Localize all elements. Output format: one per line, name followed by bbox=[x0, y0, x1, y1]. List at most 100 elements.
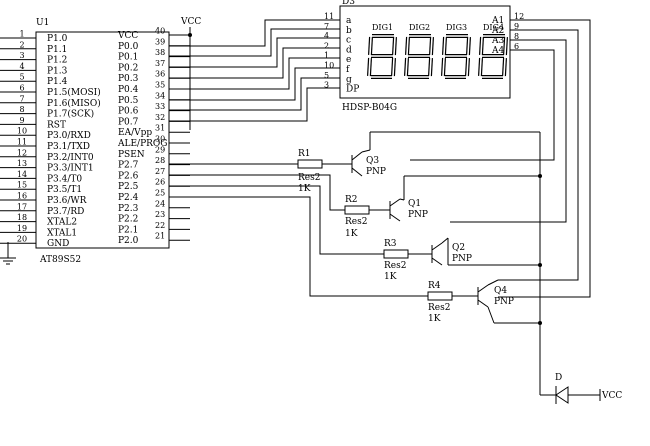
digit-3: DIG3 bbox=[441, 23, 471, 79]
u1-pin-14-name: P3.4/T0 bbox=[47, 174, 82, 184]
display-pin-5-num: 5 bbox=[324, 71, 329, 80]
u1-pin-23-name: P2.2 bbox=[118, 215, 138, 225]
u1-pin-37-num: 37 bbox=[155, 59, 165, 68]
r2-value: 1K bbox=[345, 229, 358, 239]
u1-pin-8-num: 8 bbox=[19, 105, 24, 114]
resistor-r1: R1 Res2 1K bbox=[297, 149, 323, 194]
u1-pin-36-num: 36 bbox=[155, 70, 165, 79]
display-anode-A3-label: A3 bbox=[491, 36, 504, 46]
display-pin-4-name: c bbox=[346, 36, 351, 46]
resistor-r3: R3 Res2 1K bbox=[383, 239, 409, 282]
u1-pin-6-num: 6 bbox=[19, 84, 24, 93]
u1-pin-15-num: 15 bbox=[17, 181, 27, 190]
r2-ref: R2 bbox=[345, 195, 358, 205]
u1-pin-3-name: P1.2 bbox=[47, 56, 67, 66]
u1-pin-27-num: 27 bbox=[155, 167, 165, 176]
u1-pin-2-name: P1.1 bbox=[47, 45, 67, 55]
r4-ref: R4 bbox=[428, 281, 441, 291]
u1-pin-20-num: 20 bbox=[17, 235, 27, 244]
u1-pin-31-num: 31 bbox=[155, 124, 165, 133]
q3-type: PNP bbox=[366, 167, 386, 177]
r4-value: 1K bbox=[428, 314, 441, 324]
digit-1: DIG1 bbox=[367, 23, 397, 79]
u1-pin-17-num: 17 bbox=[17, 202, 27, 211]
u1-pin-5-name: P1.4 bbox=[47, 77, 68, 87]
display-pin-8-num: 8 bbox=[514, 32, 519, 41]
u1-pin-29-name: PSEN bbox=[118, 150, 145, 160]
q1-ref: Q1 bbox=[408, 199, 421, 209]
u1-pin-21-num: 21 bbox=[155, 232, 165, 241]
digit-4: DIG4 bbox=[478, 23, 508, 79]
u1-pin-28-name: P2.7 bbox=[118, 161, 139, 171]
display-pin-4-num: 4 bbox=[324, 32, 329, 41]
u1-pin-26-num: 26 bbox=[155, 178, 165, 187]
p2-bus bbox=[169, 163, 478, 297]
r4-type: Res2 bbox=[428, 303, 450, 313]
q4-type: PNP bbox=[494, 297, 514, 307]
u1-pin-17-name: P3.7/RD bbox=[47, 207, 84, 217]
q1-type: PNP bbox=[408, 210, 428, 220]
u1-right-pins: 40VCC39P0.038P0.137P0.236P0.335P0.434P0.… bbox=[117, 27, 190, 246]
u1-pin-35-num: 35 bbox=[155, 81, 165, 90]
transistor-q4 bbox=[477, 279, 499, 324]
u1-pin-3-num: 3 bbox=[19, 51, 24, 60]
digit-1-label: DIG1 bbox=[372, 23, 393, 32]
u1-pin-39-num: 39 bbox=[155, 37, 165, 46]
u1-pin-7-name: P1.6(MISO) bbox=[47, 98, 101, 109]
u1-pin-15-name: P3.5/T1 bbox=[47, 185, 82, 195]
u1-pin-32-num: 32 bbox=[155, 113, 165, 122]
u1-pin-33-num: 33 bbox=[155, 102, 165, 111]
u1-pin-12-num: 12 bbox=[17, 148, 27, 157]
display-pin-10-name: f bbox=[346, 65, 350, 75]
u1-pin-14-num: 14 bbox=[17, 170, 27, 179]
u1-pin-19-num: 19 bbox=[17, 224, 27, 233]
r2-type: Res2 bbox=[345, 217, 367, 227]
resistor-r4: R4 Res2 1K bbox=[427, 281, 453, 324]
u1-pin-40-name: VCC bbox=[117, 31, 138, 41]
display-pin-2-num: 2 bbox=[324, 41, 329, 50]
u1-pin-38-num: 38 bbox=[155, 48, 165, 57]
u1-pin-13-num: 13 bbox=[17, 159, 27, 168]
q2-ref: Q2 bbox=[452, 243, 465, 253]
display-pin-5-name: g bbox=[346, 75, 352, 85]
u1-pin-33-name: P0.6 bbox=[118, 107, 139, 117]
u1-pin-6-name: P1.5(MOSI) bbox=[47, 87, 101, 98]
u1-pin-1-num: 1 bbox=[19, 30, 24, 39]
u1-pin-30-name: ALE/PROG bbox=[117, 139, 167, 149]
u1-pin-12-name: P3.2/INT0 bbox=[47, 153, 94, 163]
r1-value: 1K bbox=[298, 184, 311, 194]
display-pin-1-num: 1 bbox=[324, 51, 329, 60]
u1-pin-18-num: 18 bbox=[17, 213, 27, 222]
u1-pin-24-num: 24 bbox=[155, 199, 165, 208]
digit-2: DIG2 bbox=[404, 23, 434, 79]
transistor-q3 bbox=[351, 149, 371, 177]
u1-ref: U1 bbox=[36, 18, 49, 28]
u1-pin-7-num: 7 bbox=[19, 94, 24, 103]
u1-pin-37-name: P0.2 bbox=[118, 63, 138, 73]
u1-pin-36-name: P0.3 bbox=[118, 74, 139, 84]
u1-pin-1-name: P1.0 bbox=[47, 34, 68, 44]
r3-type: Res2 bbox=[384, 261, 406, 271]
transistor-q1 bbox=[389, 198, 405, 222]
diode-vcc-label: VCC bbox=[601, 391, 622, 401]
resistor-r2: R2 Res2 1K bbox=[344, 195, 370, 239]
diode-d: D VCC bbox=[540, 373, 622, 404]
display-pin-3-num: 3 bbox=[324, 81, 329, 90]
display-anode-A2-label: A2 bbox=[491, 26, 504, 36]
digit-2-label: DIG2 bbox=[409, 23, 430, 32]
u1-pin-2-num: 2 bbox=[19, 40, 24, 49]
u1-body bbox=[35, 31, 170, 249]
u1-pin-35-name: P0.4 bbox=[118, 85, 139, 95]
u1-pin-24-name: P2.3 bbox=[118, 204, 139, 214]
vcc-label: VCC bbox=[180, 17, 201, 27]
u1-pin-28-num: 28 bbox=[155, 156, 165, 165]
u1-pin-32-name: P0.7 bbox=[118, 117, 139, 127]
display-pin-1-name: e bbox=[346, 55, 351, 65]
u1-pin-34-num: 34 bbox=[155, 91, 165, 100]
